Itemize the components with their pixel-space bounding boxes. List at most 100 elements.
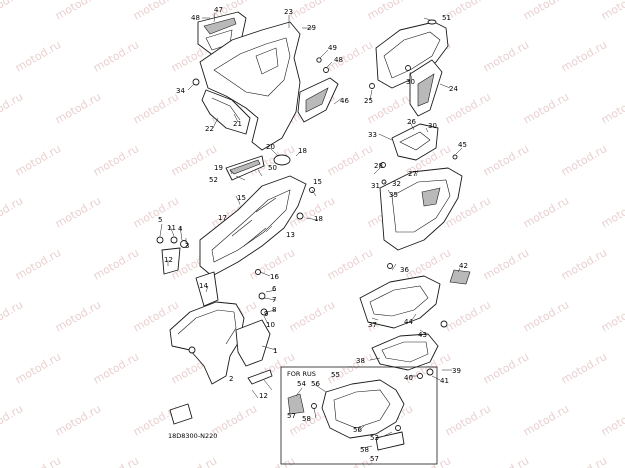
part-35-recess — [421, 187, 441, 207]
part-26-detail — [399, 131, 431, 151]
label-p48b: 48 — [334, 56, 343, 64]
watermark-text: motod.ru — [0, 402, 25, 438]
label-p9: 9 — [264, 310, 268, 318]
watermark-text: motod.ru — [169, 454, 219, 468]
diagram-code: 18D8300-N220 — [168, 432, 217, 440]
watermark-text: motod.ru — [481, 350, 531, 386]
watermark-text: motod.ru — [559, 350, 609, 386]
watermark-text: motod.ru — [0, 194, 25, 230]
label-p54: 54 — [297, 380, 306, 388]
label-p12b: 12 — [259, 392, 268, 400]
part-51-cap — [427, 19, 437, 25]
label-p22: 22 — [205, 125, 214, 133]
watermark-text: motod.ru — [559, 454, 609, 468]
watermark-text: motod.ru — [13, 350, 63, 386]
watermark-text: motod.ru — [53, 402, 103, 438]
watermark-text: motod.ru — [403, 246, 453, 282]
part-47-inner — [203, 17, 237, 35]
bolt-39 — [426, 368, 434, 376]
label-p48: 48 — [191, 14, 200, 22]
watermark-text: motod.ru — [13, 142, 63, 178]
watermark-text: motod.ru — [521, 402, 571, 438]
watermark-text: motod.ru — [403, 454, 453, 468]
watermark-text: motod.ru — [325, 350, 375, 386]
for-rus-frame — [280, 366, 438, 465]
label-p29: 29 — [307, 24, 316, 32]
label-p30: 30 — [406, 78, 415, 86]
label-p28: 28 — [374, 162, 383, 170]
watermark-text: motod.ru — [521, 298, 571, 334]
label-p57b: 57 — [370, 455, 379, 463]
label-p18b: 18 — [314, 215, 323, 223]
bolt-49 — [316, 57, 322, 63]
label-p40: 40 — [404, 374, 413, 382]
part-24-grab-bar — [375, 21, 449, 89]
label-p11: 11 — [167, 224, 176, 232]
bolt-16 — [255, 269, 261, 275]
label-p2: 2 — [229, 375, 233, 383]
watermark-text: motod.ru — [443, 298, 493, 334]
watermark-text: motod.ru — [53, 0, 103, 23]
watermark-text: motod.ru — [521, 90, 571, 126]
reflector — [169, 403, 193, 425]
label-p45: 45 — [458, 141, 467, 149]
watermark-text: motod.ru — [481, 454, 531, 468]
watermark-text: motod.ru — [325, 454, 375, 468]
part-37-holder — [359, 275, 441, 329]
label-p49: 49 — [328, 44, 337, 52]
label-p13: 13 — [286, 231, 295, 239]
label-p37: 37 — [368, 321, 377, 329]
label-p58b: 58 — [360, 446, 369, 454]
part-24-arm-shade — [417, 73, 435, 107]
label-p20: 20 — [266, 143, 275, 151]
bolt-34 — [192, 78, 200, 86]
watermark-text: motod.ru — [53, 90, 103, 126]
part-2-bracket — [235, 319, 271, 367]
bolt-36 — [387, 263, 393, 269]
part-12b-strip — [247, 369, 273, 385]
watermark-text: motod.ru — [0, 90, 25, 126]
watermark-text: motod.ru — [325, 246, 375, 282]
watermark-text: motod.ru — [13, 246, 63, 282]
label-p10: 10 — [266, 321, 275, 329]
watermark-text: motod.ru — [287, 298, 337, 334]
label-p53: 53 — [370, 434, 379, 442]
license-holder-group — [359, 269, 471, 379]
part-23-seat-opening — [213, 37, 291, 97]
label-p16: 16 — [270, 273, 279, 281]
watermark-text: motod.ru — [0, 298, 25, 334]
watermark-text: motod.ru — [53, 194, 103, 230]
part-20-ring — [273, 154, 291, 166]
label-p4: 4 — [178, 225, 183, 233]
label-p31: 31 — [371, 182, 380, 190]
label-p30b: 30 — [428, 122, 437, 130]
part-23-tail-cowl — [199, 21, 301, 151]
label-p38: 38 — [356, 357, 365, 365]
rus-holder-inner — [333, 389, 391, 429]
label-p7: 7 — [272, 296, 276, 304]
watermark-text: motod.ru — [131, 90, 181, 126]
label-p24: 24 — [449, 85, 458, 93]
label-p1: 1 — [273, 347, 277, 355]
label-p57: 57 — [287, 412, 296, 420]
label-p43: 43 — [418, 331, 427, 339]
watermark-text: motod.ru — [53, 298, 103, 334]
label-p19: 19 — [214, 164, 223, 172]
label-p46: 46 — [340, 97, 349, 105]
watermark-text: motod.ru — [521, 194, 571, 230]
label-p32: 32 — [392, 180, 401, 188]
label-p3: 3 — [185, 242, 189, 250]
part-1-edge — [177, 309, 237, 345]
label-p12: 12 — [164, 256, 173, 264]
watermark-text: motod.ru — [559, 142, 609, 178]
part-35-undercover — [379, 167, 463, 251]
label-p47: 47 — [214, 6, 223, 14]
bolt-43 — [440, 320, 448, 328]
label-p21: 21 — [233, 120, 242, 128]
part-42-reflector — [449, 269, 471, 285]
label-p25: 25 — [364, 97, 373, 105]
bolt-32 — [380, 162, 386, 168]
watermark-text: motod.ru — [91, 454, 141, 468]
rus-bolt-53 — [395, 425, 401, 431]
